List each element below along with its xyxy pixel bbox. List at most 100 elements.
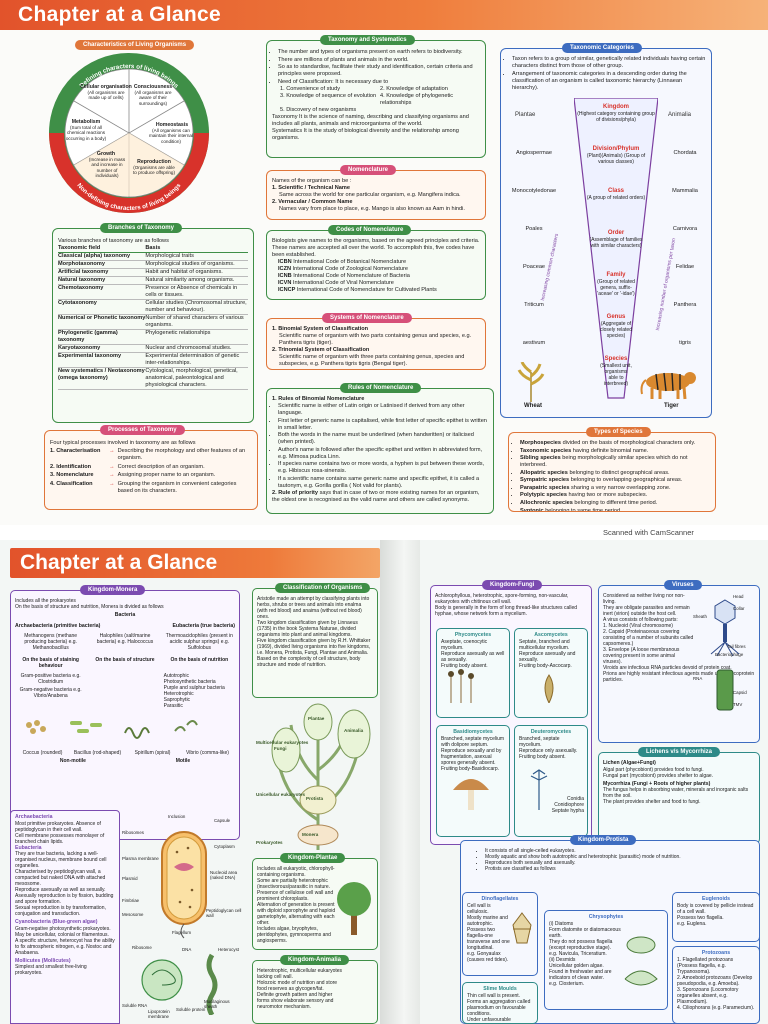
phyco-point: Aseptate, coenocytic mycelium.	[441, 639, 505, 651]
molli-points: Simplest and smallest free-living prokar…	[15, 964, 115, 976]
codes-caption: Codes of Nomenclature	[328, 225, 412, 235]
nom-intro: Names of the organism can be :	[272, 178, 352, 184]
shape-label: Vibrio (comma-like)	[186, 749, 229, 756]
branch-field: Experimental taxonomy	[58, 352, 122, 359]
rules-r1: 1. Rules of Binomial Nomenclature	[272, 396, 365, 402]
branch-field: Numerical or Phonetic taxonomy	[58, 314, 146, 321]
arch-point: Cell membrane possesses monolayer of bra…	[15, 833, 115, 845]
hierarchy-level: Kingdom(Highest category containing grou…	[576, 104, 656, 123]
wheat-illustration	[517, 362, 545, 402]
ts-systematics: Systematics It is the study of biologica…	[272, 128, 459, 142]
virus-point: Prions are highly resistant infectious a…	[603, 671, 755, 683]
animal-rank: tigris	[679, 340, 691, 346]
proto-points: 1. Flagellated protozoans (Possess flage…	[677, 957, 755, 1011]
animalia-caption: Kingdom-Animalia	[280, 955, 350, 965]
mycorrhiza-point: The plant provides shelter and food to f…	[603, 799, 755, 805]
euglenoids-card: Euglenoids Body is covered by pellicle i…	[672, 892, 760, 942]
asco-point: Reproduce asexually and sexually.	[519, 651, 583, 663]
chrysophytes-card: Chrysophytes (i) DiatomsForm diatomite o…	[544, 910, 668, 1010]
systems-caption: Systems of Nomenclature	[322, 313, 412, 323]
processes-list: 1. Characterisation→Describing the morph…	[50, 448, 252, 494]
monera-intro: Includes all the prokaryotesOn the basis…	[15, 598, 235, 610]
cyano-point: A specific structure, heterocyst has the…	[15, 938, 115, 956]
level-desc: (Assemblage of families with similar cha…	[589, 237, 643, 250]
plantae-points: Includes all eukaryotic, chlorophyll-con…	[257, 866, 339, 944]
nutrition-group: Purple and sulphur bacteria	[163, 685, 225, 691]
code-abbr: ICVN	[278, 279, 293, 286]
level-name: Kingdom	[603, 104, 629, 110]
tree-label: Multicellular eukaryotes	[256, 740, 309, 745]
shape-label: Coccus (rounded)	[22, 749, 63, 756]
eugl-point: Possess two flagella.	[677, 915, 755, 921]
animal-rank: Carnivora	[672, 226, 698, 232]
page-title: Chapter at a Glance	[18, 3, 221, 26]
virus-label: Capsid	[733, 690, 747, 695]
systems-card: 1. Binomial System of Classification Sci…	[266, 318, 486, 370]
tree-label: Monera	[302, 832, 319, 837]
branch-field: Karyotaxonomy	[58, 344, 101, 351]
eu-title: Eubacteria	[15, 844, 42, 851]
animalia-label: Animalia	[668, 112, 692, 118]
basidio-title: Basidiomycetes	[453, 729, 493, 735]
species-desc: belonging to distinct geographical areas…	[569, 469, 670, 476]
proto-title: Protozoans	[701, 950, 731, 956]
species-name: Allopatric species	[520, 469, 570, 476]
arch-points: Most primitive prokaryotes. Absence of p…	[15, 821, 115, 845]
rules-caption: Rules of Nomenclature	[340, 383, 422, 393]
eugl-point: Body is covered by pellicle instead of a…	[677, 903, 755, 915]
protista-point: It consists of all single-celled eukaryo…	[485, 848, 725, 854]
virus-label: Sheath	[693, 614, 707, 619]
eubacteria-group: On the basis of staining behaviour	[22, 657, 79, 669]
ts-taxonomy: Taxonomy It is the science of naming, de…	[272, 114, 469, 128]
level-name: Family	[606, 272, 626, 278]
segment-text: (All organisms are aware of their surrou…	[134, 90, 172, 106]
protista-caption: Kingdom-Protista	[570, 835, 637, 845]
need-item: 1. Convenience of study	[280, 86, 341, 93]
species-name: Sibling species	[520, 455, 563, 462]
archaebacteria-groups: Methanogens (methane producing bacteria)…	[15, 633, 235, 651]
process-text: Correct description of an organism.	[117, 463, 205, 470]
eubacteria-group: On the basis of nutrition	[170, 657, 229, 663]
phyco-title: Phycomycetes	[454, 632, 492, 638]
branch-basis: Morphological studies of organisms.	[145, 260, 235, 267]
branch-field: Cytotaxonomy	[58, 299, 97, 306]
cell-label: Mesosome	[122, 912, 144, 917]
sys-b1-text: Scientific name of organism with two par…	[279, 332, 472, 346]
tree-label: Plantae	[308, 716, 325, 721]
protista-point: Mostly aquatic and show both autotrophic…	[485, 854, 725, 860]
ts-point: So as to standardise, facilitate their s…	[278, 64, 480, 78]
cell-label: Capsule	[214, 818, 231, 823]
code-name: International Code of Nomenclature of Ba…	[293, 272, 410, 279]
eu-point: Characterised by peptidoglycan wall, a c…	[15, 869, 115, 887]
header-basis: Basis	[145, 244, 161, 251]
eubacteria-groups: On the basis of staining behaviour On the…	[15, 657, 235, 669]
motility-label: Motile	[175, 757, 191, 764]
viruses-card: Considered as neither living nor non-liv…	[598, 585, 760, 743]
deutero-point: Branched, septate mycelium.	[519, 736, 583, 748]
plant-rank: Poaceae	[522, 264, 546, 270]
chryso-point: Unicellular golden algae.	[549, 963, 621, 969]
species-name: Polytypic species	[520, 492, 569, 499]
species-desc: divided on the basis of morphological ch…	[562, 440, 696, 446]
process-text: Describing the morphology and other feat…	[117, 448, 246, 462]
motility-label: Non-motile	[59, 757, 86, 764]
branch-basis: Natural similarity among organisms.	[145, 276, 235, 283]
arrow-icon: →	[109, 472, 115, 479]
deutero-points: Branched, septate mycelium.Reproduce onl…	[519, 736, 583, 760]
lichen-points: Algal part (phycobiont) provides food to…	[603, 767, 755, 779]
categories-caption: Taxonomic Categories	[562, 43, 642, 53]
code-name: International Code of Nomenclature for C…	[296, 286, 437, 293]
archaebacteria-group: Methanogens (methane producing bacteria)…	[24, 633, 78, 651]
sys-b2: 2. Trinomial System of Classification	[272, 346, 370, 353]
level-name: Division/Phylum	[592, 146, 640, 152]
slime-point: Forms an aggregation called plasmodium o…	[467, 999, 533, 1017]
virus-part: 1. Nucleoid (Viral chromosome)	[603, 623, 673, 629]
cyano-label: Mucilaginous sheath	[204, 999, 230, 1010]
animalia-point: Definite growth pattern and higher forms…	[257, 992, 343, 1010]
taxonomy-systematics-card: The number and types of organisms presen…	[266, 40, 486, 158]
diatom-illustration	[624, 936, 658, 986]
